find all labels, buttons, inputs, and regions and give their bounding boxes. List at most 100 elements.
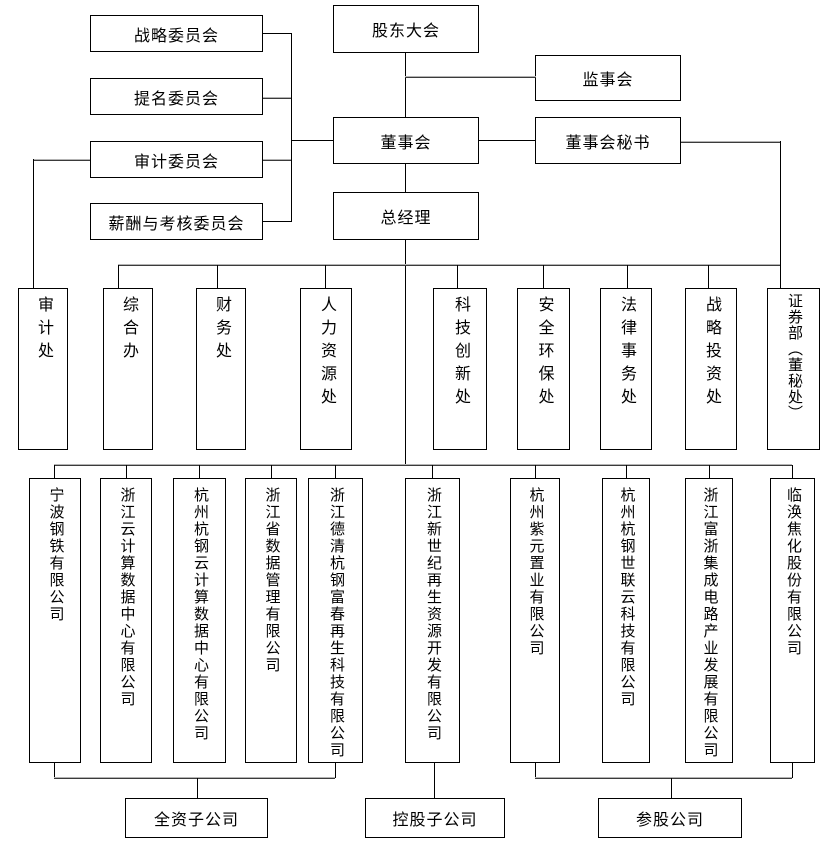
tech-innovation-office-label: 科技创新处 [452,296,469,411]
connector-stub-sub-5 [335,763,336,778]
connector-drop-sub-6 [432,465,433,478]
hr-office-label: 人力资源处 [318,296,335,411]
general-office-label: 综合办 [120,296,137,365]
connector-nomination-committee [263,97,291,99]
connector-holding-drop [434,763,435,798]
node-holding-subsidiaries: 控股子公司 [365,798,505,838]
linhuan-coking-label: 临涣焦化股份有限公司 [785,487,801,657]
node-zhejiang-data-management: 浙江省数据管理有限公司 [245,478,297,763]
nomination-committee-label: 提名委员会 [133,90,219,108]
connector-invested-drop [671,778,672,798]
board-secretary-label: 董事会秘书 [565,134,651,152]
node-general-manager: 总经理 [333,192,479,240]
node-hangzhou-hanggang-shilianyun: 杭州杭钢世联云科技有限公司 [602,478,650,763]
node-strategic-investment-office: 战略投资处 [685,288,737,450]
compensation-assessment-committee-label: 薪酬与考核委员会 [108,215,245,233]
connector-drop-sub-8 [626,465,627,478]
node-hangzhou-ziyuan-real-estate: 杭州紫元置业有限公司 [510,478,560,763]
connector-stub-sub-7 [535,763,536,778]
node-shareholders-meeting: 股东大会 [333,5,479,53]
connector-auditcomm-auditoffice [33,159,34,288]
connector-compensation-committee [263,221,291,222]
node-compensation-assessment-committee: 薪酬与考核委员会 [90,203,263,240]
connector-drop-sub-10 [792,465,793,478]
connector-drop-hr-office [325,265,326,288]
node-tech-innovation-office: 科技创新处 [433,288,487,450]
connector-drop-safety-office [543,265,544,288]
node-hr-office: 人力资源处 [300,288,352,450]
board-of-directors-label: 董事会 [380,134,432,152]
node-general-office: 综合办 [103,288,153,450]
connector-drop-sub-9 [709,465,710,478]
connector-drop-general-office [118,265,119,288]
node-hangzhou-hanggang-cloud-data-center: 杭州杭钢云计算数据中心有限公司 [173,478,226,763]
finance-office-label: 财务处 [213,296,230,365]
zhejiang-cloud-data-center-label: 浙江云计算数据中心有限公司 [118,487,135,708]
connector-drop-sub-4 [271,465,272,478]
node-wholly-owned-subsidiaries: 全资子公司 [125,798,268,838]
zhejiang-new-century-resources-label: 浙江新世纪再生资源开发有限公司 [425,487,441,742]
connector-drop-sub-3 [199,465,200,478]
node-audit-committee: 审计委员会 [90,141,263,178]
node-zhejiang-deqing-fuchun-recycling: 浙江德清杭钢富春再生科技有限公司 [308,478,363,763]
node-nomination-committee: 提名委员会 [90,78,263,115]
node-strategy-committee: 战略委员会 [90,15,263,52]
node-zhejiang-cloud-data-center: 浙江云计算数据中心有限公司 [100,478,152,763]
audit-committee-label: 审计委员会 [133,153,219,171]
connector-drop-sub-5 [335,465,336,478]
safety-environment-office-label: 安全环保处 [535,296,553,411]
connector-drop-finance-office [217,265,218,288]
node-supervisory-board: 监事会 [535,55,681,101]
strategic-investment-office-label: 战略投资处 [703,296,720,411]
connector-shareholders-board [405,53,406,117]
ningbo-steel-label: 宁波钢铁有限公司 [47,487,64,623]
node-invested-companies: 参股公司 [598,798,742,838]
node-legal-affairs-office: 法律事务处 [600,288,652,450]
connector-drop-sub-1 [54,465,55,478]
connector-supervisory [405,76,536,78]
connector-audit-committee [263,159,291,161]
hangzhou-hanggang-cloud-data-center-label: 杭州杭钢云计算数据中心有限公司 [192,487,208,742]
hangzhou-hanggang-shilianyun-label: 杭州杭钢世联云科技有限公司 [618,487,635,708]
securities-dept-label: 证券部（董秘处） [786,293,802,421]
connector-invested-bus [535,777,792,779]
connector-subsidiaries-bus [54,464,792,466]
connector-secretary-right [681,141,781,143]
node-finance-office: 财务处 [196,288,246,450]
node-securities-dept: 证券部（董秘处） [767,288,820,450]
zhejiang-fuzhe-ic-label: 浙江富浙集成电路产业发展有限公司 [701,487,718,759]
connector-gm-down [405,240,406,465]
connector-departments-bus [118,264,780,266]
node-audit-office: 审计处 [18,288,68,450]
connector-drop-strategic-office [708,265,709,288]
audit-office-label: 审计处 [35,296,52,365]
connector-wholly-owned-bus [54,777,335,779]
holding-subsidiaries-label: 控股子公司 [392,812,478,829]
node-zhejiang-fuzhe-ic: 浙江富浙集成电路产业发展有限公司 [685,478,733,763]
general-manager-label: 总经理 [380,210,432,227]
connector-board-gm [405,164,406,192]
connector-secretary-securities [780,141,781,288]
connector-drop-legal-office [627,265,628,288]
supervisory-board-label: 监事会 [582,72,634,89]
connector-drop-sub-7 [535,465,536,478]
connector-strategy-committee [263,33,291,34]
connector-stub-sub-1 [54,763,55,778]
node-board-secretary: 董事会秘书 [535,117,681,164]
connector-stub-sub-10 [792,763,793,778]
node-linhuan-coking: 临涣焦化股份有限公司 [770,478,815,763]
hangzhou-ziyuan-real-estate-label: 杭州紫元置业有限公司 [527,487,544,657]
node-board-of-directors: 董事会 [333,117,479,164]
strategy-committee-label: 战略委员会 [133,27,219,45]
invested-companies-label: 参股公司 [635,812,704,829]
connector-committee-spine [291,33,292,222]
connector-auditcomm-left [33,159,90,161]
connector-drop-tech-office [457,265,458,288]
connector-wholly-owned-drop [197,778,198,798]
legal-affairs-office-label: 法律事务处 [618,296,635,411]
node-ningbo-steel: 宁波钢铁有限公司 [29,478,81,763]
wholly-owned-subsidiaries-label: 全资子公司 [153,812,239,829]
node-safety-environment-office: 安全环保处 [517,288,570,450]
zhejiang-deqing-fuchun-recycling-label: 浙江德清杭钢富春再生科技有限公司 [328,487,344,759]
